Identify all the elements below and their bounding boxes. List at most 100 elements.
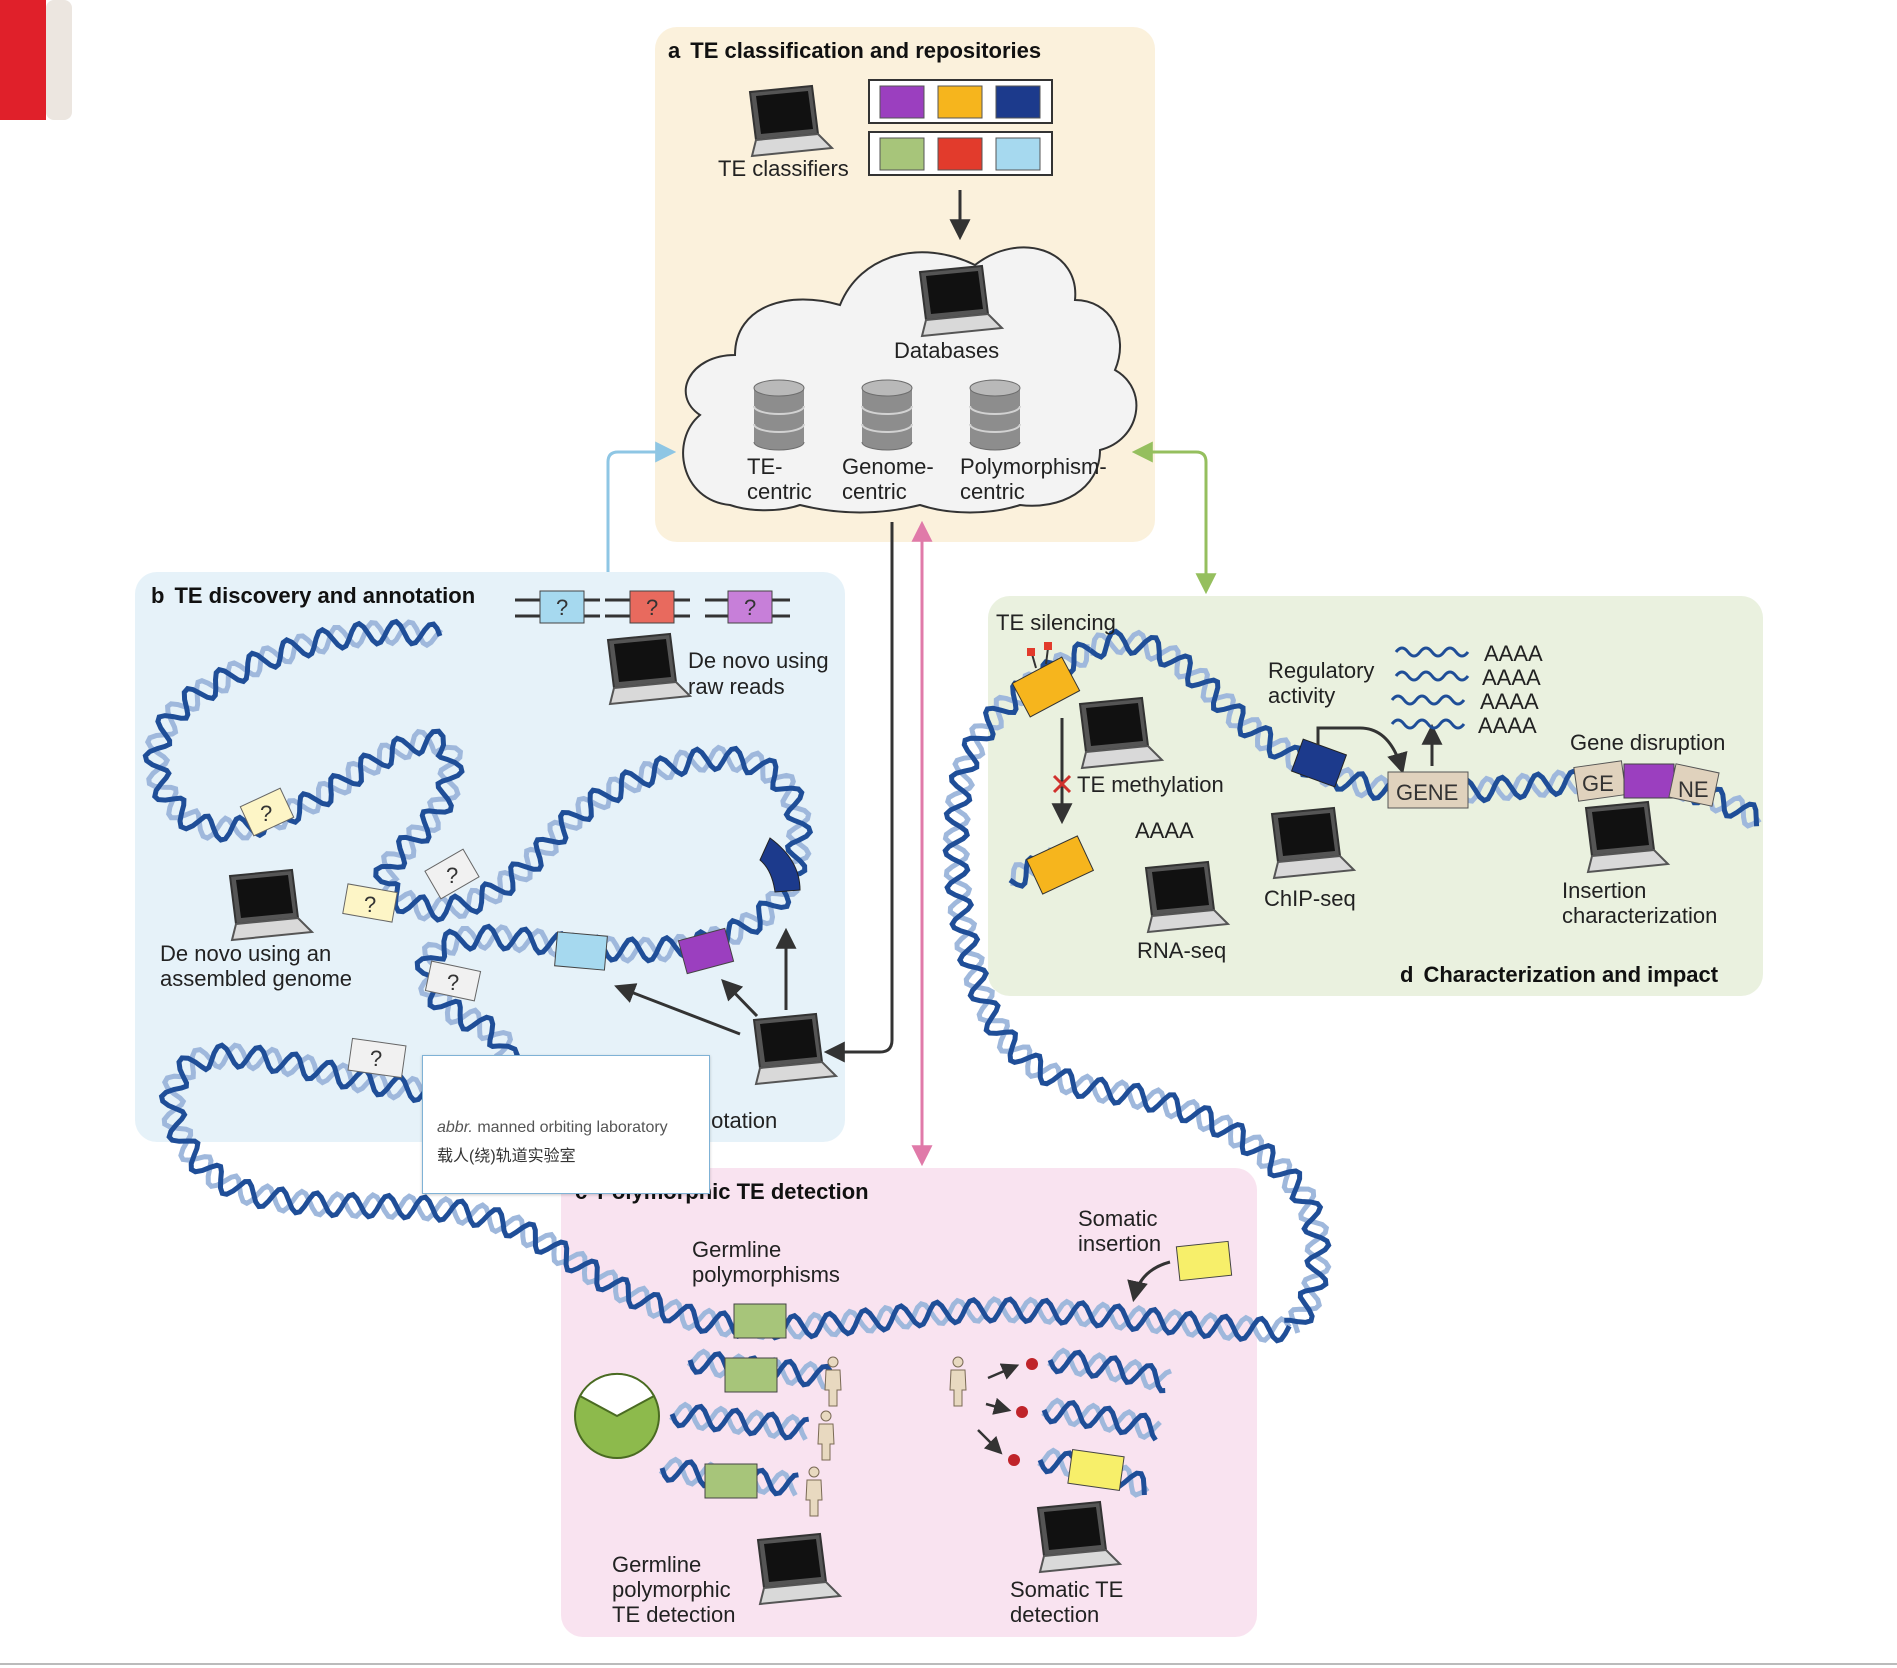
germline-polymorphisms-label-2: polymorphisms xyxy=(692,1262,840,1287)
cell-arrows-group xyxy=(977,1363,1020,1455)
te-class-green xyxy=(879,137,925,171)
somatic-detection-label-1: Somatic TE xyxy=(1010,1577,1123,1602)
silenced-te-yellow xyxy=(1011,656,1081,718)
unknown-te-1: ? xyxy=(239,787,295,837)
somatic-detection-label-2: detection xyxy=(1010,1602,1099,1627)
somatic-te-yellow xyxy=(1175,1240,1233,1282)
raw-read-te-purple: ? xyxy=(705,590,790,624)
te-silencing-label: TE silencing xyxy=(996,610,1116,635)
polymorphism-centric-label-2: centric xyxy=(960,479,1025,504)
de-novo-raw-reads-label-1: De novo using xyxy=(688,648,829,673)
transcript-polya-4: AAAA xyxy=(1478,713,1537,738)
annotation-arrow-mid xyxy=(721,978,759,1018)
de-novo-raw-reads-label-2: raw reads xyxy=(688,674,785,699)
cell-icon-3 xyxy=(1008,1454,1020,1466)
transcripts-group xyxy=(1390,646,1470,730)
te-class-red xyxy=(937,137,983,171)
annotation-arrow-left xyxy=(614,983,741,1036)
svg-text:?: ? xyxy=(447,970,459,995)
germline-te-main xyxy=(733,1303,787,1339)
gene-right-box xyxy=(1668,763,1720,807)
somatic-te-inserted xyxy=(1067,1448,1125,1492)
germline-polymorphisms-label-1: Germline xyxy=(692,1237,781,1262)
svg-text:?: ? xyxy=(646,595,658,620)
te-class-purple xyxy=(879,85,925,119)
raw-read-te-red: ? xyxy=(605,590,690,624)
regulatory-arrow xyxy=(1316,726,1408,775)
helix-d-strand-back xyxy=(942,644,1332,1334)
svg-text:?: ? xyxy=(556,595,568,620)
helix-b-top-strand-front xyxy=(142,618,1292,1344)
databases-label: Databases xyxy=(894,338,999,363)
polymorphism-centric-label-1: Polymorphism- xyxy=(960,454,1107,479)
helix-d-strand-front xyxy=(942,641,1332,1325)
dictionary-tooltip[interactable]: abbr. manned orbiting laboratory 载人(绕)轨道… xyxy=(422,1055,710,1194)
transcribed-te-yellow xyxy=(1025,835,1095,895)
somatic-insertion-arrow xyxy=(1127,1260,1171,1303)
b-to-a-arrow xyxy=(606,441,677,572)
methyl-mark-icon xyxy=(1027,642,1052,669)
unknown-te-4: ? xyxy=(424,960,482,1002)
helix-c-2-strand-front xyxy=(669,1403,810,1441)
de-novo-assembled-label-1: De novo using an xyxy=(160,941,331,966)
helix-c-2-strand-back xyxy=(669,1401,808,1441)
svg-text:?: ? xyxy=(446,863,458,888)
de-novo-assembled-label-2: assembled genome xyxy=(160,966,352,991)
te-class-navy xyxy=(995,85,1041,119)
transcript-polya-1: AAAA xyxy=(1484,641,1543,666)
insertion-characterization-label-2: characterization xyxy=(1562,903,1717,928)
a-to-annotation-arrow xyxy=(823,522,894,1063)
germline-detection-label-2: polymorphic xyxy=(612,1577,731,1602)
tooltip-definition: abbr. manned orbiting laboratory xyxy=(437,1119,668,1136)
gene-box xyxy=(1387,771,1469,809)
panel-b xyxy=(135,572,845,1142)
genome-centric-label-1: Genome- xyxy=(842,454,934,479)
somatic-insertion-label-2: insertion xyxy=(1078,1231,1161,1256)
somatic-insertion-label-1: Somatic xyxy=(1078,1206,1157,1231)
cell-icon-1 xyxy=(1026,1358,1038,1370)
corner-tab-shadow xyxy=(46,0,72,120)
te-classifiers-label: TE classifiers xyxy=(718,156,849,181)
annotated-te-lightblue xyxy=(554,931,608,971)
regulatory-activity-label-2: activity xyxy=(1268,683,1335,708)
corner-tab xyxy=(0,0,46,120)
rna-seq-label: RNA-seq xyxy=(1137,938,1226,963)
gene-right-label: NE xyxy=(1678,777,1709,802)
inserted-te-purple xyxy=(1623,763,1675,799)
regulatory-te-navy xyxy=(1290,738,1348,788)
a-d-bidirectional-arrow xyxy=(1131,441,1217,595)
helix-c-5-strand-front xyxy=(1041,1399,1158,1442)
unknown-te-3: ? xyxy=(424,848,480,900)
te-methylation-label: TE methylation xyxy=(1077,772,1224,797)
svg-text:?: ? xyxy=(260,801,272,826)
te-centric-label-2: centric xyxy=(747,479,812,504)
transcript-polya-2: AAAA xyxy=(1482,665,1541,690)
gene-label: GENE xyxy=(1396,780,1458,805)
svg-text:?: ? xyxy=(744,595,756,620)
te-centric-label-1: TE- xyxy=(747,454,782,479)
insertion-characterization-label-1: Insertion xyxy=(1562,878,1646,903)
regulatory-activity-label-1: Regulatory xyxy=(1268,658,1374,683)
allele-frequency-pie-icon xyxy=(574,1372,660,1459)
helix-c-4-strand-front xyxy=(1047,1349,1166,1394)
te-class-yellow xyxy=(937,85,983,119)
te-centric-db-icon xyxy=(753,379,805,451)
te-polya-label: AAAA xyxy=(1135,818,1194,843)
helix-b-top-strand-back xyxy=(144,619,1292,1343)
svg-text:?: ? xyxy=(370,1046,382,1071)
transcript-polya-3: AAAA xyxy=(1480,689,1539,714)
germline-te-1 xyxy=(724,1357,778,1393)
gene-disruption-label: Gene disruption xyxy=(1570,730,1725,755)
gene-left-label: GE xyxy=(1582,771,1614,796)
unknown-te-2: ? xyxy=(342,883,398,923)
polymorphism-centric-db-icon xyxy=(969,379,1021,451)
chip-seq-label: ChIP-seq xyxy=(1264,886,1356,911)
annotated-te-navy xyxy=(759,837,801,893)
unknown-te-5: ? xyxy=(347,1037,407,1079)
genome-centric-label-2: centric xyxy=(842,479,907,504)
genome-centric-db-icon xyxy=(861,379,913,451)
